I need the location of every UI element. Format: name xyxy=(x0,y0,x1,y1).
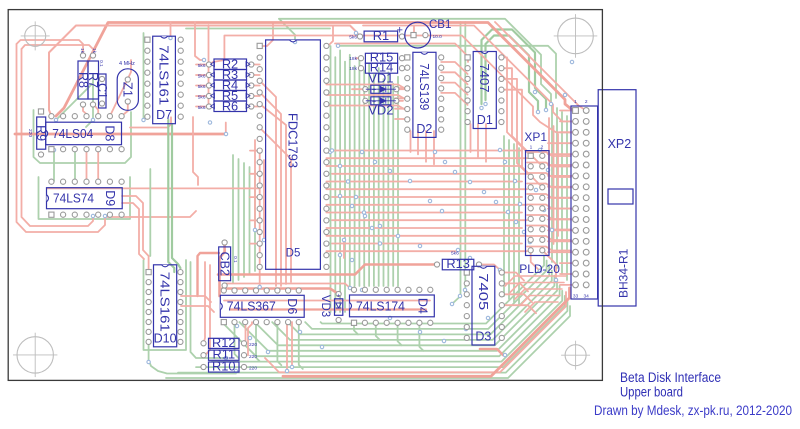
svg-text:7405: 7405 xyxy=(476,273,490,310)
svg-text:0.1: 0.1 xyxy=(98,60,104,67)
svg-text:+: + xyxy=(337,294,341,300)
svg-text:R4: R4 xyxy=(222,78,238,93)
svg-text:D4: D4 xyxy=(415,298,429,314)
svg-text:0.1: 0.1 xyxy=(232,256,238,263)
svg-text:R8: R8 xyxy=(76,72,90,88)
svg-text:VD2: VD2 xyxy=(368,103,393,118)
svg-text:XP1: XP1 xyxy=(524,130,547,144)
svg-text:+: + xyxy=(397,25,403,37)
svg-text:5k6: 5k6 xyxy=(198,95,206,101)
svg-text:74LS74: 74LS74 xyxy=(53,192,94,206)
svg-text:R12: R12 xyxy=(212,335,235,350)
svg-text:220: 220 xyxy=(27,129,33,137)
svg-text:R11: R11 xyxy=(213,347,236,362)
svg-text:R2: R2 xyxy=(222,57,238,72)
svg-text:D8: D8 xyxy=(103,125,117,141)
svg-text:Drawn by Mdesk, zx-pk.ru, 2012: Drawn by Mdesk, zx-pk.ru, 2012-2020 xyxy=(594,403,792,418)
svg-text:5k6: 5k6 xyxy=(198,63,206,69)
svg-text:5k6: 5k6 xyxy=(451,251,459,257)
svg-text:BH34-R1: BH34-R1 xyxy=(617,248,631,298)
svg-text:18k: 18k xyxy=(349,56,357,62)
svg-text:CB2: CB2 xyxy=(218,252,232,276)
svg-text:5k6: 5k6 xyxy=(198,84,206,90)
svg-text:R10: R10 xyxy=(212,359,235,374)
svg-text:33: 33 xyxy=(573,294,579,300)
svg-text:4 MHz: 4 MHz xyxy=(119,61,135,67)
svg-text:5k6: 5k6 xyxy=(198,74,206,80)
svg-text:1k: 1k xyxy=(91,48,97,54)
svg-text:Beta Disk Interface: Beta Disk Interface xyxy=(620,370,721,385)
svg-text:220: 220 xyxy=(249,354,257,360)
svg-text:74LS161: 74LS161 xyxy=(157,45,171,105)
svg-text:FDC1793: FDC1793 xyxy=(286,113,300,168)
svg-text:74LS367: 74LS367 xyxy=(227,300,276,314)
svg-text:220: 220 xyxy=(249,366,257,372)
svg-text:2: 2 xyxy=(585,99,588,105)
svg-text:R15: R15 xyxy=(370,50,393,65)
svg-text:18k: 18k xyxy=(349,66,357,72)
svg-text:74LS174: 74LS174 xyxy=(356,299,405,313)
svg-text:D2: D2 xyxy=(416,122,432,136)
svg-text:2: 2 xyxy=(541,145,544,151)
svg-text:D3: D3 xyxy=(475,330,491,344)
svg-text:5k6: 5k6 xyxy=(198,105,206,111)
svg-text:R14: R14 xyxy=(370,60,393,75)
svg-text:Upper board: Upper board xyxy=(620,385,683,400)
svg-text:CB1: CB1 xyxy=(429,19,451,31)
svg-text:R1: R1 xyxy=(373,28,389,43)
svg-text:D1: D1 xyxy=(477,113,493,127)
svg-text:74LS161: 74LS161 xyxy=(158,272,172,332)
svg-text:D7: D7 xyxy=(156,108,172,122)
svg-text:220: 220 xyxy=(249,342,257,348)
svg-text:D5: D5 xyxy=(286,248,301,260)
svg-text:C1: C1 xyxy=(95,83,109,99)
svg-text:D6: D6 xyxy=(285,298,299,314)
svg-text:5k6: 5k6 xyxy=(349,35,357,41)
svg-text:VD3: VD3 xyxy=(319,295,331,317)
svg-text:XP2: XP2 xyxy=(608,137,632,151)
svg-text:Z1: Z1 xyxy=(121,82,136,97)
svg-text:74LS04: 74LS04 xyxy=(52,127,93,141)
svg-text:R6: R6 xyxy=(222,99,238,114)
svg-text:R7: R7 xyxy=(86,72,100,88)
svg-text:PLD-20: PLD-20 xyxy=(519,262,560,276)
svg-text:7407: 7407 xyxy=(477,64,491,93)
svg-text:D10: D10 xyxy=(154,331,177,345)
svg-text:R13: R13 xyxy=(446,256,469,271)
svg-text:R5: R5 xyxy=(222,88,238,103)
svg-text:+: + xyxy=(372,99,376,106)
svg-text:R9: R9 xyxy=(34,125,48,141)
svg-text:74LS139: 74LS139 xyxy=(417,63,431,110)
svg-text:34: 34 xyxy=(584,294,590,300)
svg-text:VD1: VD1 xyxy=(368,71,393,86)
svg-text:1: 1 xyxy=(574,99,577,105)
svg-text:R3: R3 xyxy=(222,67,238,82)
svg-text:D9: D9 xyxy=(103,190,117,206)
svg-text:10.0: 10.0 xyxy=(433,34,443,40)
svg-text:1: 1 xyxy=(530,145,533,151)
svg-text:+: + xyxy=(372,87,376,94)
svg-text:1k: 1k xyxy=(79,48,85,54)
